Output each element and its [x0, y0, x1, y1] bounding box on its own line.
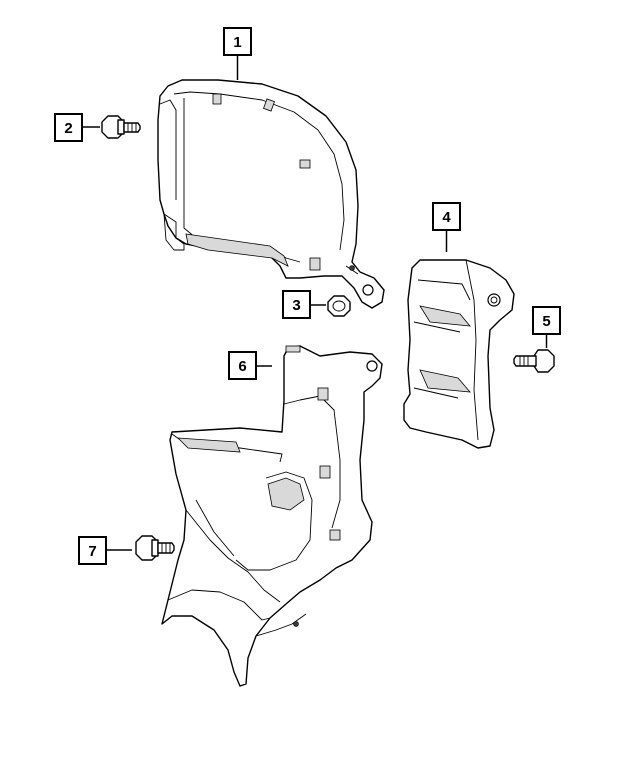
- part-5-bolt: [513, 349, 555, 373]
- callout-3: 3: [282, 290, 326, 319]
- callout-4: 4: [432, 202, 461, 252]
- part-6-lower-cover: [161, 345, 383, 687]
- part-4-side-cover: [403, 259, 515, 449]
- part-1-upper-cover: [157, 79, 385, 309]
- callout-1: 1: [223, 27, 252, 80]
- callout-6: 6: [228, 351, 272, 380]
- callout-5-label: 5: [542, 313, 550, 330]
- callout-5: 5: [532, 306, 561, 348]
- callout-2-label: 2: [64, 120, 72, 137]
- callout-2: 2: [54, 113, 100, 142]
- callout-3-label: 3: [292, 297, 300, 314]
- callout-7: 7: [78, 536, 132, 565]
- callout-4-label: 4: [442, 209, 451, 226]
- part-3-nut: [327, 295, 351, 317]
- callout-7-label: 7: [88, 543, 96, 560]
- callout-1-label: 1: [233, 34, 241, 51]
- part-7-bolt: [135, 535, 175, 561]
- callout-6-label: 6: [238, 358, 246, 375]
- part-2-bolt: [101, 115, 141, 139]
